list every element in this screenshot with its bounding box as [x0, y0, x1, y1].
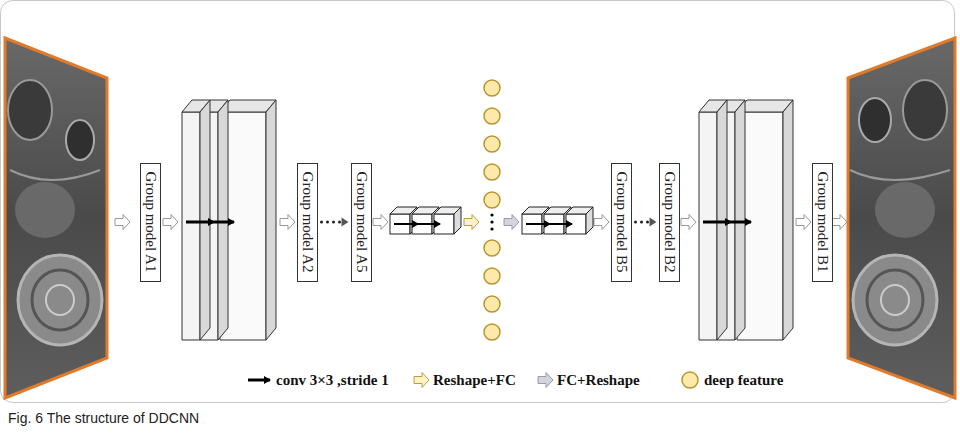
group-model-box: Group model B1	[812, 163, 833, 282]
dotted-connector	[636, 218, 657, 227]
deep-feature-circles	[484, 80, 500, 340]
group-model-box: Group model B5	[611, 163, 632, 282]
legend-conv-sample	[248, 379, 270, 382]
box-label: Group model A2	[300, 172, 315, 273]
box-label: Group model B5	[614, 172, 629, 273]
legend-label: Reshape+FC	[433, 373, 516, 388]
legend-label: FC+Reshape	[557, 373, 640, 388]
legend-label: conv 3×3 ,stride 1	[276, 373, 389, 388]
legend-circle-sample	[682, 372, 698, 388]
box-label: Group model B1	[815, 172, 830, 273]
box-label: Group model B2	[662, 172, 677, 273]
fc-reshape-arrow	[504, 215, 519, 230]
mri-image	[0, 30, 110, 402]
reshape-fc-arrow	[464, 215, 479, 230]
legend-reshape-sample	[414, 373, 429, 388]
dotted-connector	[322, 218, 349, 227]
mri-image	[845, 30, 957, 402]
group-model-box: Group model A5	[351, 163, 372, 282]
legend-fc-sample	[538, 373, 553, 388]
legend-label: deep feature	[704, 373, 783, 388]
figure-caption: Fig. 6 The structure of DDCNN	[8, 410, 199, 426]
feature-maps	[699, 100, 793, 340]
box-label: Group model A1	[143, 172, 158, 273]
image-border	[848, 38, 955, 398]
cube-blocks	[522, 207, 593, 234]
cube-blocks	[390, 207, 461, 234]
figure-frame	[1, 1, 955, 403]
box-label: Group model A5	[354, 172, 369, 273]
group-model-box: Group model A2	[297, 163, 318, 282]
group-model-box: Group model A1	[140, 163, 161, 282]
ellipsis-dots	[490, 213, 493, 230]
image-border	[5, 38, 107, 398]
feature-maps	[182, 100, 276, 340]
group-model-box: Group model B2	[659, 163, 680, 282]
